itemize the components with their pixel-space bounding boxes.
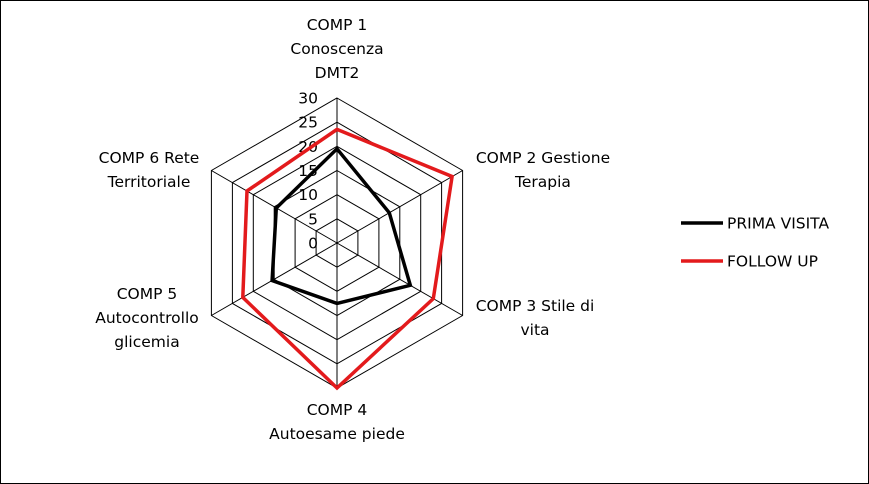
radial-tick-label: 0	[308, 235, 318, 253]
radar-spoke	[336, 170, 463, 244]
radar-spoke	[336, 242, 463, 316]
radial-tick-label: 30	[298, 90, 318, 108]
series-line	[270, 146, 413, 306]
series-lines	[241, 127, 455, 391]
legend-label: PRIMA VISITA	[727, 215, 829, 233]
radar-spoke	[211, 170, 338, 244]
radar-spokes	[211, 98, 463, 388]
legend: PRIMA VISITA FOLLOW UP	[681, 215, 829, 271]
radial-tick-label: 25	[298, 114, 318, 132]
legend-label: FOLLOW UP	[727, 253, 818, 271]
radial-tick-label: 15	[298, 162, 318, 180]
radial-tick-label: 10	[298, 186, 318, 204]
series-line	[241, 127, 455, 391]
radar-spoke	[211, 242, 338, 316]
radial-tick-label: 5	[308, 210, 318, 228]
